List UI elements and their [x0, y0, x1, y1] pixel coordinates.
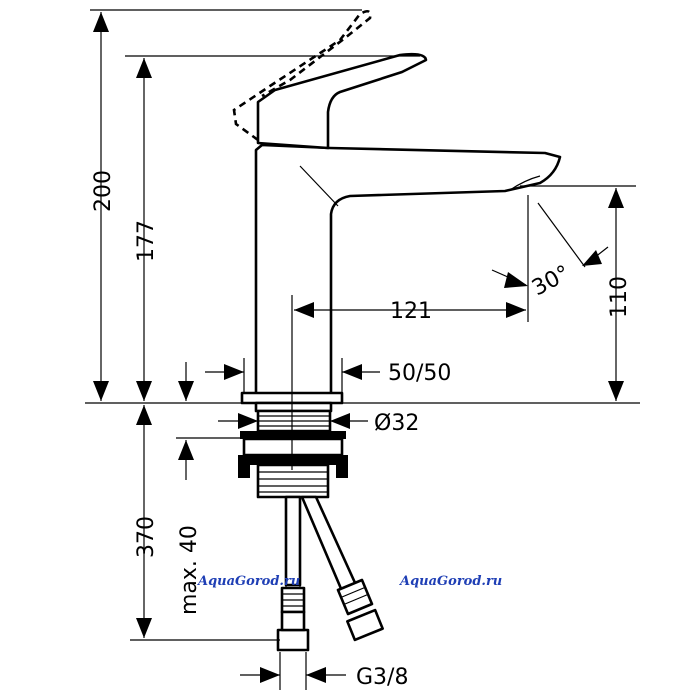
deck-mount	[238, 391, 348, 499]
dim-177-label: 177	[134, 220, 159, 262]
watermark-right: AquaGorod.ru	[398, 574, 502, 589]
dim-50-50: 50/50	[205, 361, 451, 386]
dim-121: 121	[294, 299, 526, 324]
dim-121-label: 121	[390, 299, 432, 324]
dim-32-label: Ø32	[374, 411, 419, 436]
extension-lines	[90, 9, 636, 690]
connection-hoses	[276, 495, 384, 652]
dim-370-label: 370	[134, 516, 159, 558]
dim-110: 110	[607, 188, 632, 401]
dim-max-40: max. 40	[177, 362, 202, 615]
dim-30-deg: 30°	[491, 202, 609, 301]
dim-370: 370	[134, 405, 159, 638]
dim-200-label: 200	[91, 170, 116, 212]
dim-177: 177	[134, 58, 159, 401]
dim-g38: G3/8	[240, 665, 408, 690]
dim-max-40-label: max. 40	[177, 525, 202, 615]
faucet-body	[254, 143, 562, 405]
lever-raised-outline	[232, 9, 372, 142]
dim-110-label: 110	[607, 276, 632, 318]
dim-30-label: 30°	[528, 261, 574, 301]
dim-50-50-label: 50/50	[388, 361, 451, 386]
watermark-left: AquaGorod.ru	[196, 574, 300, 589]
lever-handle	[256, 52, 428, 150]
dim-32: Ø32	[218, 411, 419, 436]
dim-g38-label: G3/8	[356, 665, 408, 690]
dim-200: 200	[91, 12, 116, 401]
